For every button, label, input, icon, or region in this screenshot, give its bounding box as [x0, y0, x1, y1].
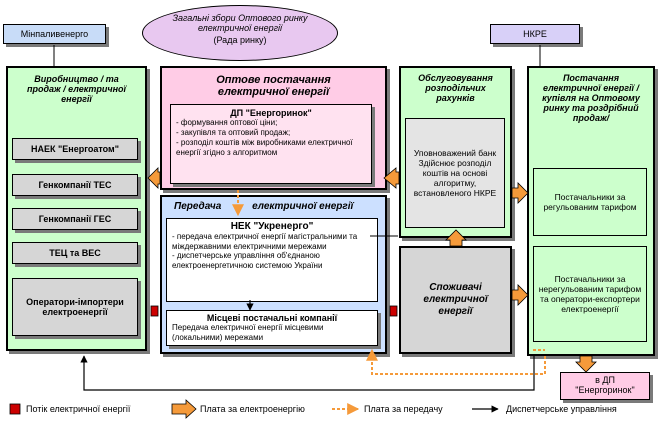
dp-energorynok-bottom: в ДП "Енергоринок" — [560, 372, 650, 400]
production-item-importers: Оператори-імпортери електроенергії — [12, 278, 138, 336]
production-item-tes: Генкомпанії ТЕС — [12, 174, 138, 196]
nkre-box: НКРЕ — [490, 24, 580, 44]
supply-title: Постачання електричної енергії /купівля … — [542, 73, 640, 123]
payment-arrow-bank-supply — [511, 182, 529, 204]
supply-regulated-box: Постачальники за регульованим тарифом — [533, 168, 647, 236]
production-item-tec-ves: ТЕЦ та ВЕС — [12, 242, 138, 264]
transmission-payment-dash-2 — [366, 348, 546, 375]
legend-transmission-label: Плата за передачу — [364, 404, 443, 414]
ukrenergo-line1: - передача електричної енергії магістрал… — [172, 232, 358, 251]
energorynok-line2: - закупівля та оптовий продаж; — [176, 128, 291, 137]
legend-dispatch-label: Диспетчерське управління — [506, 404, 617, 414]
flow-marker-consumers — [389, 305, 398, 317]
payment-arrow-consumers-bank — [445, 229, 467, 247]
payment-arrow-consumers-supply — [511, 284, 529, 306]
consumers-text: Споживачі електричної енергії — [423, 282, 488, 317]
assembly-line1: Загальні збори Оптового ринку — [172, 13, 308, 23]
production-item-energoatom: НАЕК "Енергоатом" — [12, 138, 138, 160]
dp-bottom-line1: в ДП — [595, 375, 615, 385]
dispatch-line-bottom — [80, 355, 535, 391]
local-companies-title: Місцеві постачальні компанії — [206, 313, 338, 323]
minpalivenergo-label: Мінпаливенерго — [20, 29, 89, 39]
payment-arrow-to-production — [147, 167, 161, 189]
supply-regulated-text: Постачальники за регульованим тарифом — [543, 192, 637, 212]
minpalivenergo-box: Мінпаливенерго — [3, 24, 106, 44]
legend-flow-glyph — [9, 403, 21, 415]
consumers-panel: Споживачі електричної енергії — [399, 246, 512, 354]
dp-bottom-line2: "Енергоринок" — [575, 385, 635, 395]
ukrenergo-line2: - диспетчерське управління об'єднаною ел… — [172, 251, 323, 270]
assembly-line2: електричної енергії — [197, 23, 283, 33]
local-companies-text: Передача електричної енергії місцевими (… — [172, 323, 324, 342]
energorynok-title: ДП "Енергоринок" — [230, 108, 312, 118]
transmission-title: Передача — [174, 201, 222, 212]
energorynok-box: ДП "Енергоринок" - формування оптової ці… — [170, 104, 372, 184]
ukrenergo-box: НЕК "Укренерго" - передача електричної е… — [166, 218, 378, 302]
legend-flow-label: Потік електричної енергії — [26, 404, 131, 414]
nkre-label: НКРЕ — [523, 29, 547, 39]
ukrenergo-title: НЕК "Укренерго" — [230, 221, 314, 232]
payment-arrow-supply-dp — [575, 355, 597, 373]
bank-text: Уповноважений банк Здійснює розподіл кош… — [413, 148, 497, 198]
production-title: Виробництво / та продаж / електричної ен… — [26, 74, 127, 104]
supply-unregulated-text: Постачальники за нерегульованим тарифом … — [538, 274, 642, 314]
energorynok-line3: - розподіл коштів між виробниками електр… — [176, 138, 353, 157]
payment-arrow-to-wholesale — [383, 167, 400, 189]
service-title: Обслуговування розподільчих рахунків — [418, 73, 493, 103]
production-item-ges: Генкомпанії ГЕС — [12, 208, 138, 230]
legend-payment-label: Плата за електроенергію — [200, 404, 305, 414]
flow-marker-production — [150, 305, 159, 317]
wholesale-title: Оптове постачання електричної енергії — [216, 74, 331, 98]
assembly-line3: (Рада ринку) — [213, 35, 267, 45]
energorynok-line1: - формування оптової ціни; — [176, 118, 278, 127]
supply-unregulated-box: Постачальники за нерегульованим тарифом … — [533, 246, 647, 342]
transmission-title2: електричної енергії — [252, 201, 354, 212]
legend-payment-glyph — [171, 399, 197, 419]
bank-box: Уповноважений банк Здійснює розподіл кош… — [405, 118, 505, 228]
local-companies-box: Місцеві постачальні компанії Передача ел… — [166, 310, 378, 346]
assembly-ellipse: Загальні збори Оптового ринку електрично… — [142, 5, 338, 61]
